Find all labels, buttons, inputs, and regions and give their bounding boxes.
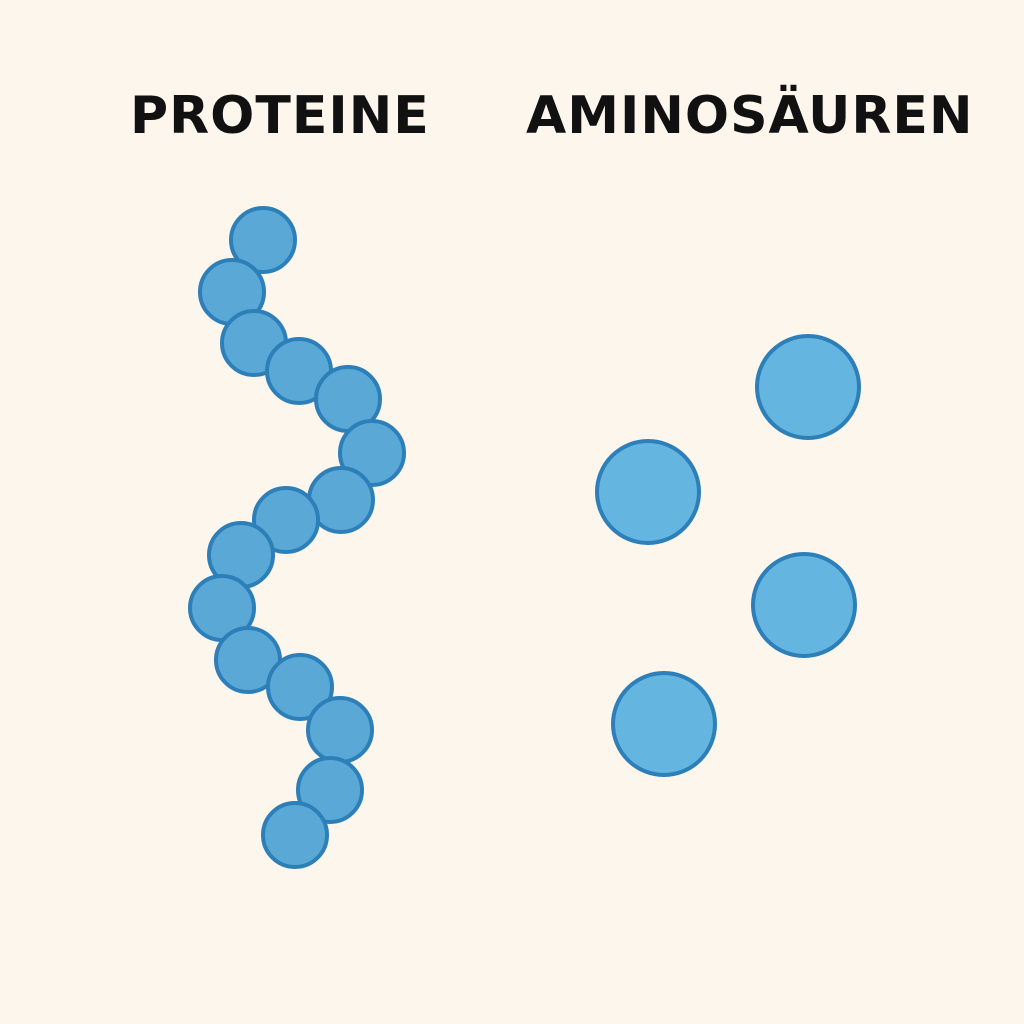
chain-bead-12 — [266, 653, 334, 721]
chain-bead-13 — [306, 696, 374, 764]
chain-bead-1 — [229, 206, 297, 274]
chain-bead-14 — [296, 756, 364, 824]
aminosaeuren-label: AMINOSÄUREN — [526, 86, 974, 146]
free-amino-acid-3 — [751, 552, 857, 658]
protein-chain — [188, 206, 406, 869]
free-amino-acid-1 — [755, 334, 861, 440]
free-amino-acid-2 — [595, 439, 701, 545]
chain-bead-15 — [261, 801, 329, 869]
chain-bead-6 — [338, 419, 406, 487]
proteine-label: PROTEINE — [130, 86, 430, 146]
chain-bead-8 — [252, 486, 320, 554]
free-amino-acids — [595, 334, 861, 777]
free-amino-acid-4 — [611, 671, 717, 777]
